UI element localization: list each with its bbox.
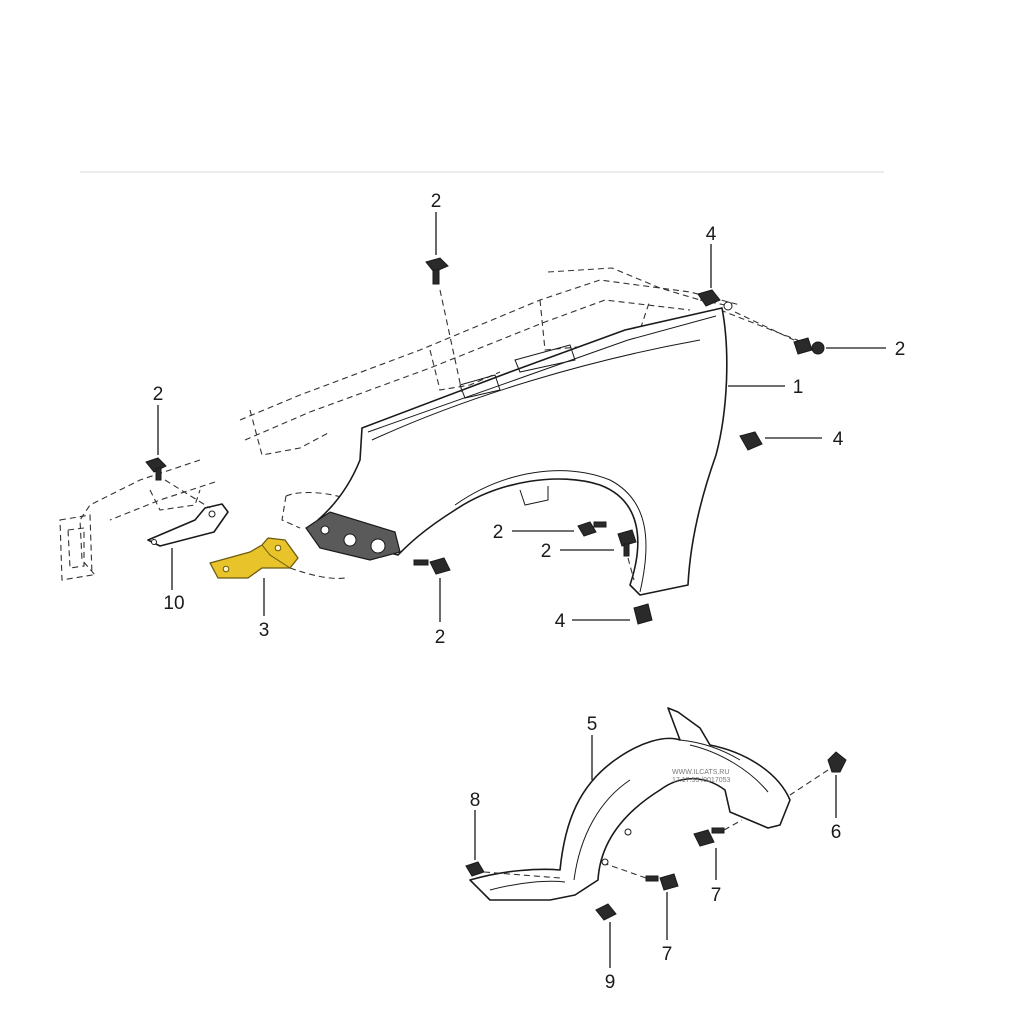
callout-2-top: 2 xyxy=(431,191,442,212)
axis-7-bottom xyxy=(605,863,647,879)
axis-6 xyxy=(789,769,829,796)
callout-4-mid: 4 xyxy=(833,429,844,450)
clip-9 xyxy=(595,903,617,921)
nut-4-top xyxy=(697,289,733,311)
callout-10: 10 xyxy=(163,593,184,614)
bracket-part-10 xyxy=(147,503,229,547)
axis-2-left xyxy=(164,479,211,509)
clip-6 xyxy=(827,751,847,773)
callout-7-bottom: 7 xyxy=(662,944,673,965)
wheel-arch-liner-part-5 xyxy=(469,707,791,901)
bolt-2-right xyxy=(793,337,825,355)
callout-9: 9 xyxy=(605,972,616,993)
bracket-part-3-highlighted xyxy=(209,537,299,579)
callout-3: 3 xyxy=(259,620,270,641)
screw-7-right xyxy=(693,827,725,847)
callout-6: 6 xyxy=(831,822,842,843)
callout-8: 8 xyxy=(470,790,481,811)
bolt-2-left xyxy=(145,457,167,481)
callout-2-left: 2 xyxy=(153,384,164,405)
nut-4-mid xyxy=(739,431,763,451)
callout-4-top: 4 xyxy=(706,224,717,245)
callout-1: 1 xyxy=(793,377,804,398)
bolt-2-mid1 xyxy=(577,521,607,537)
bolt-2-mid2 xyxy=(617,529,637,557)
callout-4-bottom: 4 xyxy=(555,611,566,632)
axis-2-mid2 xyxy=(627,557,635,581)
clip-8 xyxy=(465,861,485,877)
axis-2-top xyxy=(439,289,463,393)
fender-part-1 xyxy=(305,307,728,596)
callout-2-mid2: 2 xyxy=(541,541,552,562)
axis-7-right xyxy=(723,819,743,831)
bolt-2-bottom xyxy=(413,557,451,575)
callout-5: 5 xyxy=(587,714,598,735)
watermark-line1: WWW.ILCATS.RU xyxy=(672,769,729,776)
screw-7-bottom xyxy=(645,873,679,891)
callout-2-right: 2 xyxy=(895,339,906,360)
watermark-line2: 17.17.53 /0017053 xyxy=(672,777,730,784)
callout-7-right: 7 xyxy=(711,885,722,906)
bolt-2-top xyxy=(425,257,449,285)
axis-2-right xyxy=(734,311,795,341)
nut-4-bottom xyxy=(633,603,653,625)
body-rail-outline xyxy=(59,267,811,581)
axis-8 xyxy=(483,871,561,879)
highlight-fill xyxy=(209,537,299,579)
callout-2-bottom: 2 xyxy=(435,627,446,648)
callout-2-mid1: 2 xyxy=(493,522,504,543)
